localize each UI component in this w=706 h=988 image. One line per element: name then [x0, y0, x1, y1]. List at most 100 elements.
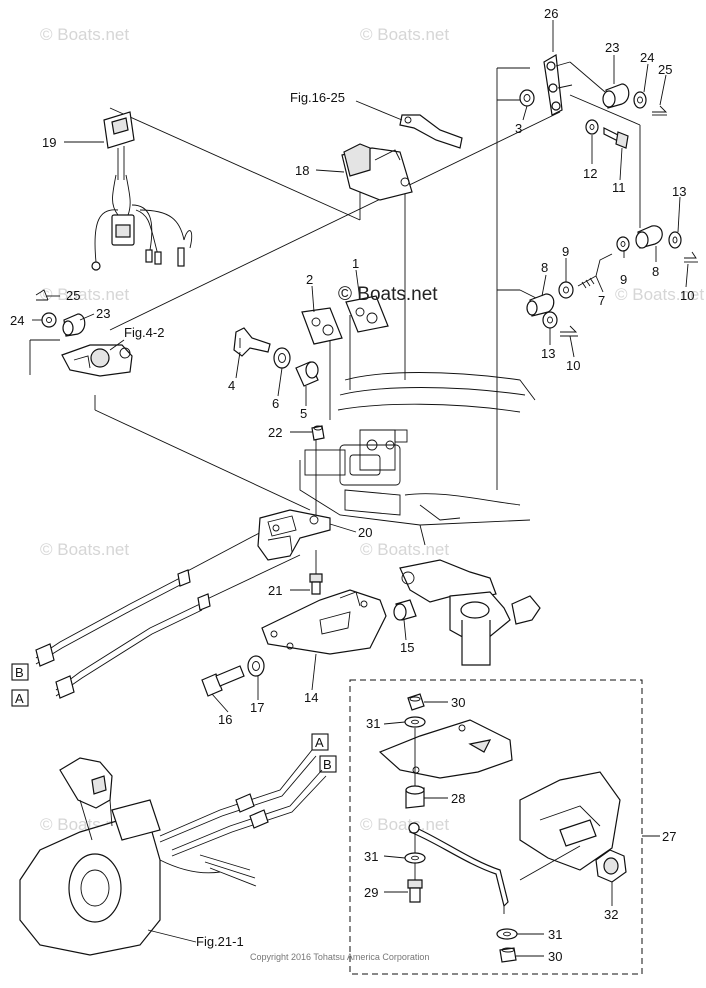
- clip-part-25-left: [35, 289, 49, 301]
- watermark: © Boats.net: [360, 25, 449, 44]
- plate-part-2: [301, 307, 343, 345]
- washer-part-13-left: [542, 311, 558, 329]
- engine-block-outline: [299, 372, 536, 546]
- throttle-link-part-26: [543, 54, 606, 116]
- callout-numbers: 26 23 24 25 3 12 11 13 8 10 9 9 8 7 13 1…: [10, 6, 694, 964]
- throttle-arm-in-kit: [519, 771, 621, 881]
- rod-in-kit: [408, 822, 509, 914]
- watermark: © Boats.net: [40, 25, 129, 44]
- control-cables-lower: [159, 749, 327, 857]
- callout-7: 7: [598, 293, 605, 308]
- callout-6: 6: [272, 396, 279, 411]
- callout-13: 13: [541, 346, 555, 361]
- watermark-layer: © Boats.net © Boats.net © Boats.net © Bo…: [40, 25, 704, 834]
- clip-part-10-left: [560, 325, 578, 337]
- bushing-part-5: [295, 361, 319, 387]
- callout-32: 32: [604, 907, 618, 922]
- callout-1: 1: [352, 256, 359, 271]
- callout-10: 10: [680, 288, 694, 303]
- joint-part-23-top: [602, 83, 630, 109]
- washer-part-24-top: [633, 91, 647, 109]
- callout-24: 24: [640, 50, 654, 65]
- watermark: © Boats.net: [360, 815, 449, 834]
- callout-10: 10: [566, 358, 580, 373]
- rod-part-7: [577, 253, 613, 289]
- washer-part-17: [247, 655, 265, 677]
- watermark: © Boats.net: [40, 285, 129, 304]
- washer-part-13-right: [668, 231, 682, 249]
- cable-label-a-lower: A: [311, 733, 329, 751]
- control-cables-upper: [35, 569, 211, 699]
- holder-part-18: [341, 143, 413, 201]
- watermark: © Boats.net: [40, 540, 129, 559]
- callout-16: 16: [218, 712, 232, 727]
- fig-ref-4-2: Fig.4-2: [124, 325, 164, 340]
- callout-31: 31: [364, 849, 378, 864]
- callout-30: 30: [548, 949, 562, 964]
- callout-31: 31: [548, 927, 562, 942]
- fig-ref-16-25: Fig.16-25: [290, 90, 345, 105]
- assembly-lines: [29, 67, 641, 601]
- bolt-part-16: [201, 665, 245, 697]
- remote-control-fig-21-1: [19, 757, 257, 956]
- callout-19: 19: [42, 135, 56, 150]
- bolt-part-4: [233, 327, 271, 357]
- cable-label-b-upper: B: [11, 663, 29, 681]
- washer-part-31-top: [404, 716, 426, 728]
- cable-label-a: A: [15, 691, 24, 706]
- nut-part-9-left: [558, 281, 574, 299]
- callout-9: 9: [620, 272, 627, 287]
- callout-23: 23: [96, 306, 110, 321]
- fig-ref-21-1: Fig.21-1: [196, 934, 244, 949]
- callout-13: 13: [672, 184, 686, 199]
- cable-label-a-upper: A: [11, 689, 29, 707]
- nut-part-32: [595, 849, 627, 883]
- callout-28: 28: [451, 791, 465, 806]
- callout-21: 21: [268, 583, 282, 598]
- callout-26: 26: [544, 6, 558, 21]
- bushing-part-15: [393, 599, 417, 621]
- callout-18: 18: [295, 163, 309, 178]
- callout-27: 27: [662, 829, 676, 844]
- bracket-part-20: [257, 509, 331, 561]
- callout-3: 3: [515, 121, 522, 136]
- copyright-notice: Copyright 2016 Tohatsu America Corporati…: [250, 952, 429, 962]
- washer-part-6: [273, 347, 291, 369]
- callout-23: 23: [605, 40, 619, 55]
- callout-8: 8: [652, 264, 659, 279]
- watermark: © Boats.net: [360, 540, 449, 559]
- callout-25: 25: [658, 62, 672, 77]
- washer-part-12: [585, 119, 599, 135]
- callout-12: 12: [583, 166, 597, 181]
- callout-30: 30: [451, 695, 465, 710]
- callout-2: 2: [306, 272, 313, 287]
- callout-11: 11: [612, 180, 626, 195]
- washer-part-31-bottom: [496, 928, 518, 940]
- callout-4: 4: [228, 378, 235, 393]
- callout-29: 29: [364, 885, 378, 900]
- bushing-part-28: [405, 785, 425, 809]
- callout-5: 5: [300, 406, 307, 421]
- callout-8: 8: [541, 260, 548, 275]
- carb-part-fig-4-2: [61, 344, 133, 377]
- cable-label-b: B: [15, 665, 24, 680]
- bolt-part-11: [603, 127, 629, 149]
- callout-14: 14: [304, 690, 318, 705]
- bracket-fig-16-25: [399, 114, 463, 149]
- clip-part-10-right: [684, 251, 698, 263]
- bolt-part-21: [309, 573, 323, 595]
- bracket-in-kit: [378, 719, 513, 779]
- callout-9: 9: [562, 244, 569, 259]
- wire-harness-part-19: [91, 111, 193, 271]
- nut-part-22: [311, 425, 325, 441]
- callout-20: 20: [358, 525, 372, 540]
- callout-15: 15: [400, 640, 414, 655]
- callout-25: 25: [66, 288, 80, 303]
- cable-label-b: B: [323, 757, 332, 772]
- washer-part-31-mid: [404, 852, 426, 864]
- washer-part-3: [519, 89, 535, 107]
- washer-part-24-left: [41, 312, 57, 328]
- steering-arm-assembly: [399, 559, 541, 666]
- nut-part-9-right: [616, 236, 630, 252]
